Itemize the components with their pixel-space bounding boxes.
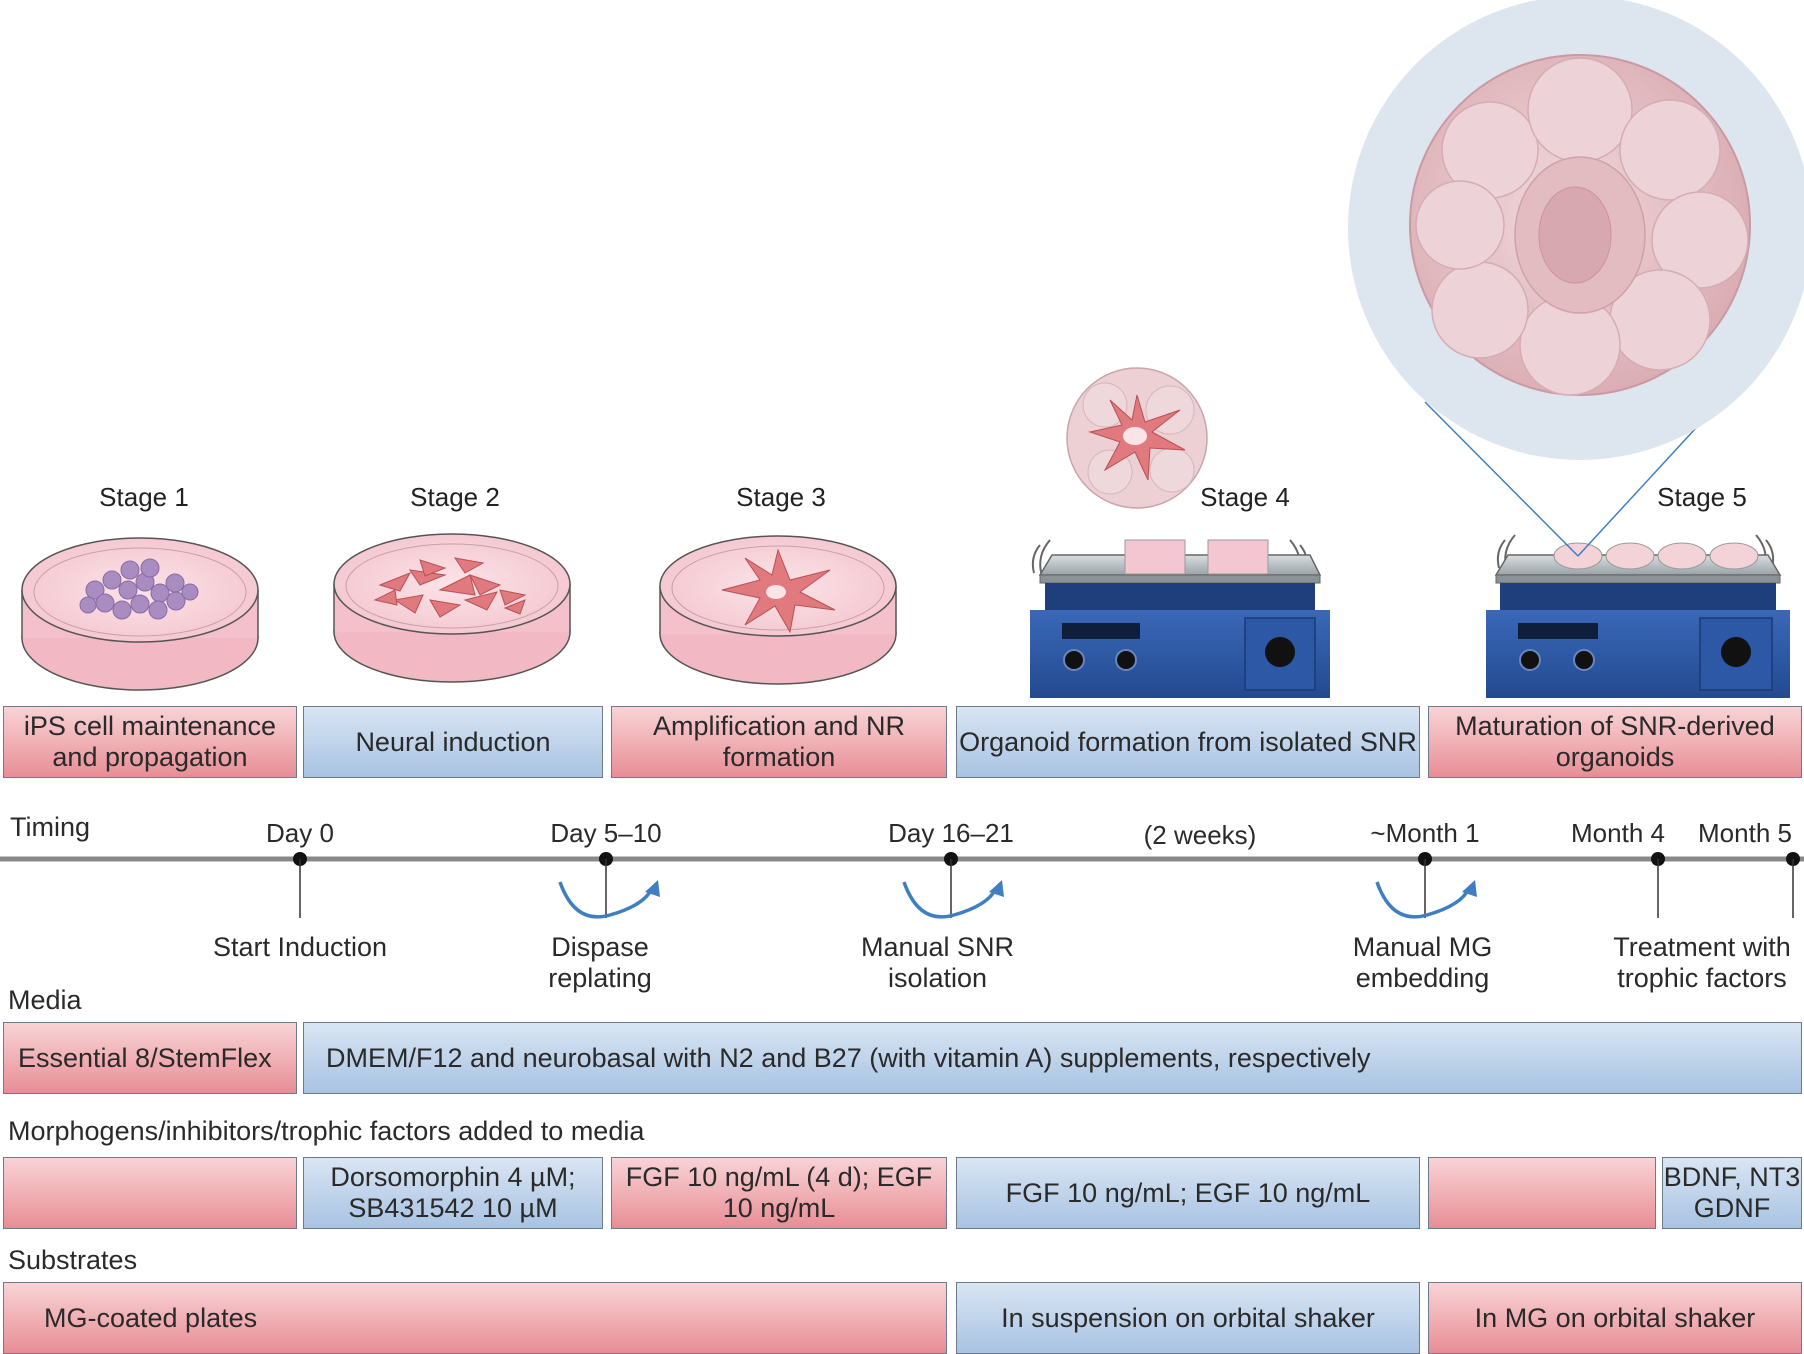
organoid-icon [1066,367,1208,509]
petri-dish-icon [333,533,571,683]
morphogen-box [3,1157,297,1229]
media-title: Media [8,985,82,1015]
timing-title: Timing [10,812,91,842]
morphogen-box: FGF 10 ng/mL; EGF 10 ng/mL [956,1157,1420,1229]
orbital-shaker-icon [1030,539,1330,698]
stage-label: Stage 2 [410,482,500,512]
morphogen-box: Dorsomorphin 4 µM; SB431542 10 µM [303,1157,603,1229]
stage-box: Amplification and NR formation [611,706,947,778]
event-label: Dispase replating [548,932,652,993]
event-label: Start Induction [212,932,388,962]
substrates-title: Substrates [8,1245,138,1275]
stage-label: Stage 3 [736,482,826,512]
timeline-label: Day 16–21 [888,818,1014,848]
organoid-icon [1348,0,1804,557]
stage-box: Neural induction [303,706,603,778]
event-label: Manual MG embedding [1352,932,1493,993]
timeline-label: Month 4 [1571,818,1665,848]
morphogen-box [1428,1157,1656,1229]
stage-label: Stage 5 [1657,482,1747,512]
orbital-shaker-icon [1486,534,1790,698]
replating-arrow-icon [558,881,1471,919]
stage-box: Maturation of SNR-derived organoids [1428,706,1802,778]
substrate-box: In MG on orbital shaker [1428,1282,1802,1354]
petri-dish-icon [659,535,897,685]
media-box: DMEM/F12 and neurobasal with N2 and B27 … [303,1022,1802,1094]
stage-box: iPS cell maintenance and propagation [3,706,297,778]
stage-label: Stage 1 [99,482,189,512]
petri-dish-icon [21,537,259,691]
event-label: Treatment with trophic factors [1613,932,1791,993]
timeline-label: Month 5 [1698,818,1792,848]
substrate-box: In suspension on orbital shaker [956,1282,1420,1354]
morphogen-box: FGF 10 ng/mL (4 d); EGF 10 ng/mL [611,1157,947,1229]
stage-label: Stage 4 [1200,482,1290,512]
timeline-label: (2 weeks) [1143,820,1257,850]
event-label: Manual SNR isolation [860,932,1015,993]
media-box: Essential 8/StemFlex [3,1022,297,1094]
morphogens-title: Morphogens/inhibitors/trophic factors ad… [8,1116,645,1146]
timeline-label: ~Month 1 [1370,818,1480,848]
substrate-box: MG-coated plates [3,1282,947,1354]
stage-box: Organoid formation from isolated SNR [956,706,1420,778]
timeline-label: Day 0 [266,818,334,848]
morphogen-box: BDNF, NT3 GDNF [1662,1157,1802,1229]
timeline-label: Day 5–10 [550,818,662,848]
